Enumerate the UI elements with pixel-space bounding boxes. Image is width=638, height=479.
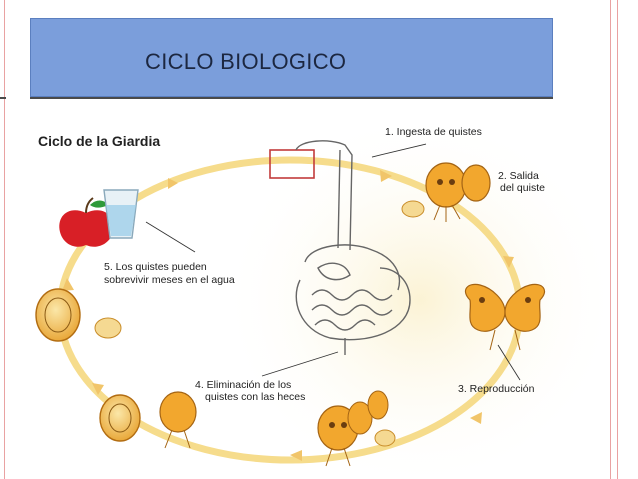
right-edge-line-1	[610, 0, 611, 479]
left-tick	[0, 97, 6, 99]
step2-label-line2: del quiste	[500, 182, 545, 194]
step2-label-line1: 2. Salida	[498, 170, 539, 182]
leader-step3	[497, 344, 521, 381]
step5-label-line2: sobrevivir meses en el agua	[104, 274, 235, 286]
cycle-arrow-bottom	[290, 450, 302, 461]
trophozoite-step2	[401, 162, 491, 222]
leader-step1	[371, 143, 427, 158]
step1-label: 1. Ingesta de quistes	[385, 126, 482, 138]
cyst-cluster-left	[35, 288, 141, 442]
leader-step4	[261, 351, 339, 377]
cycle-arrow-bottom-right	[470, 412, 482, 424]
cycle-arrow-left	[62, 278, 74, 291]
water-glass-icon	[103, 189, 139, 239]
step3-label: 3. Reproducción	[458, 383, 535, 395]
trophozoite-step3	[465, 283, 545, 351]
cycle-arrow-top	[168, 178, 178, 189]
apple-icon	[59, 197, 114, 247]
left-edge-line	[4, 0, 5, 479]
slide-title: CICLO BIOLOGICO	[145, 49, 347, 74]
diagram-heading: Ciclo de la Giardia	[38, 133, 160, 149]
cycle-arrow-top-right	[380, 170, 392, 182]
title-underline	[30, 97, 553, 99]
title-bar	[30, 18, 553, 97]
right-edge-line-2	[617, 0, 618, 479]
cycle-arrow-right	[503, 256, 514, 268]
step4-label-line1: 4. Eliminación de los	[195, 379, 291, 391]
leader-step5	[145, 221, 196, 253]
trophozoite-step4	[159, 390, 396, 467]
step4-label-line2: quistes con las heces	[205, 391, 305, 403]
step5-label-line1: 5. Los quistes pueden	[104, 261, 207, 273]
cycle-arrow-bottom-left	[92, 383, 104, 395]
digestive-tract	[269, 140, 411, 355]
background-glow	[220, 110, 620, 479]
